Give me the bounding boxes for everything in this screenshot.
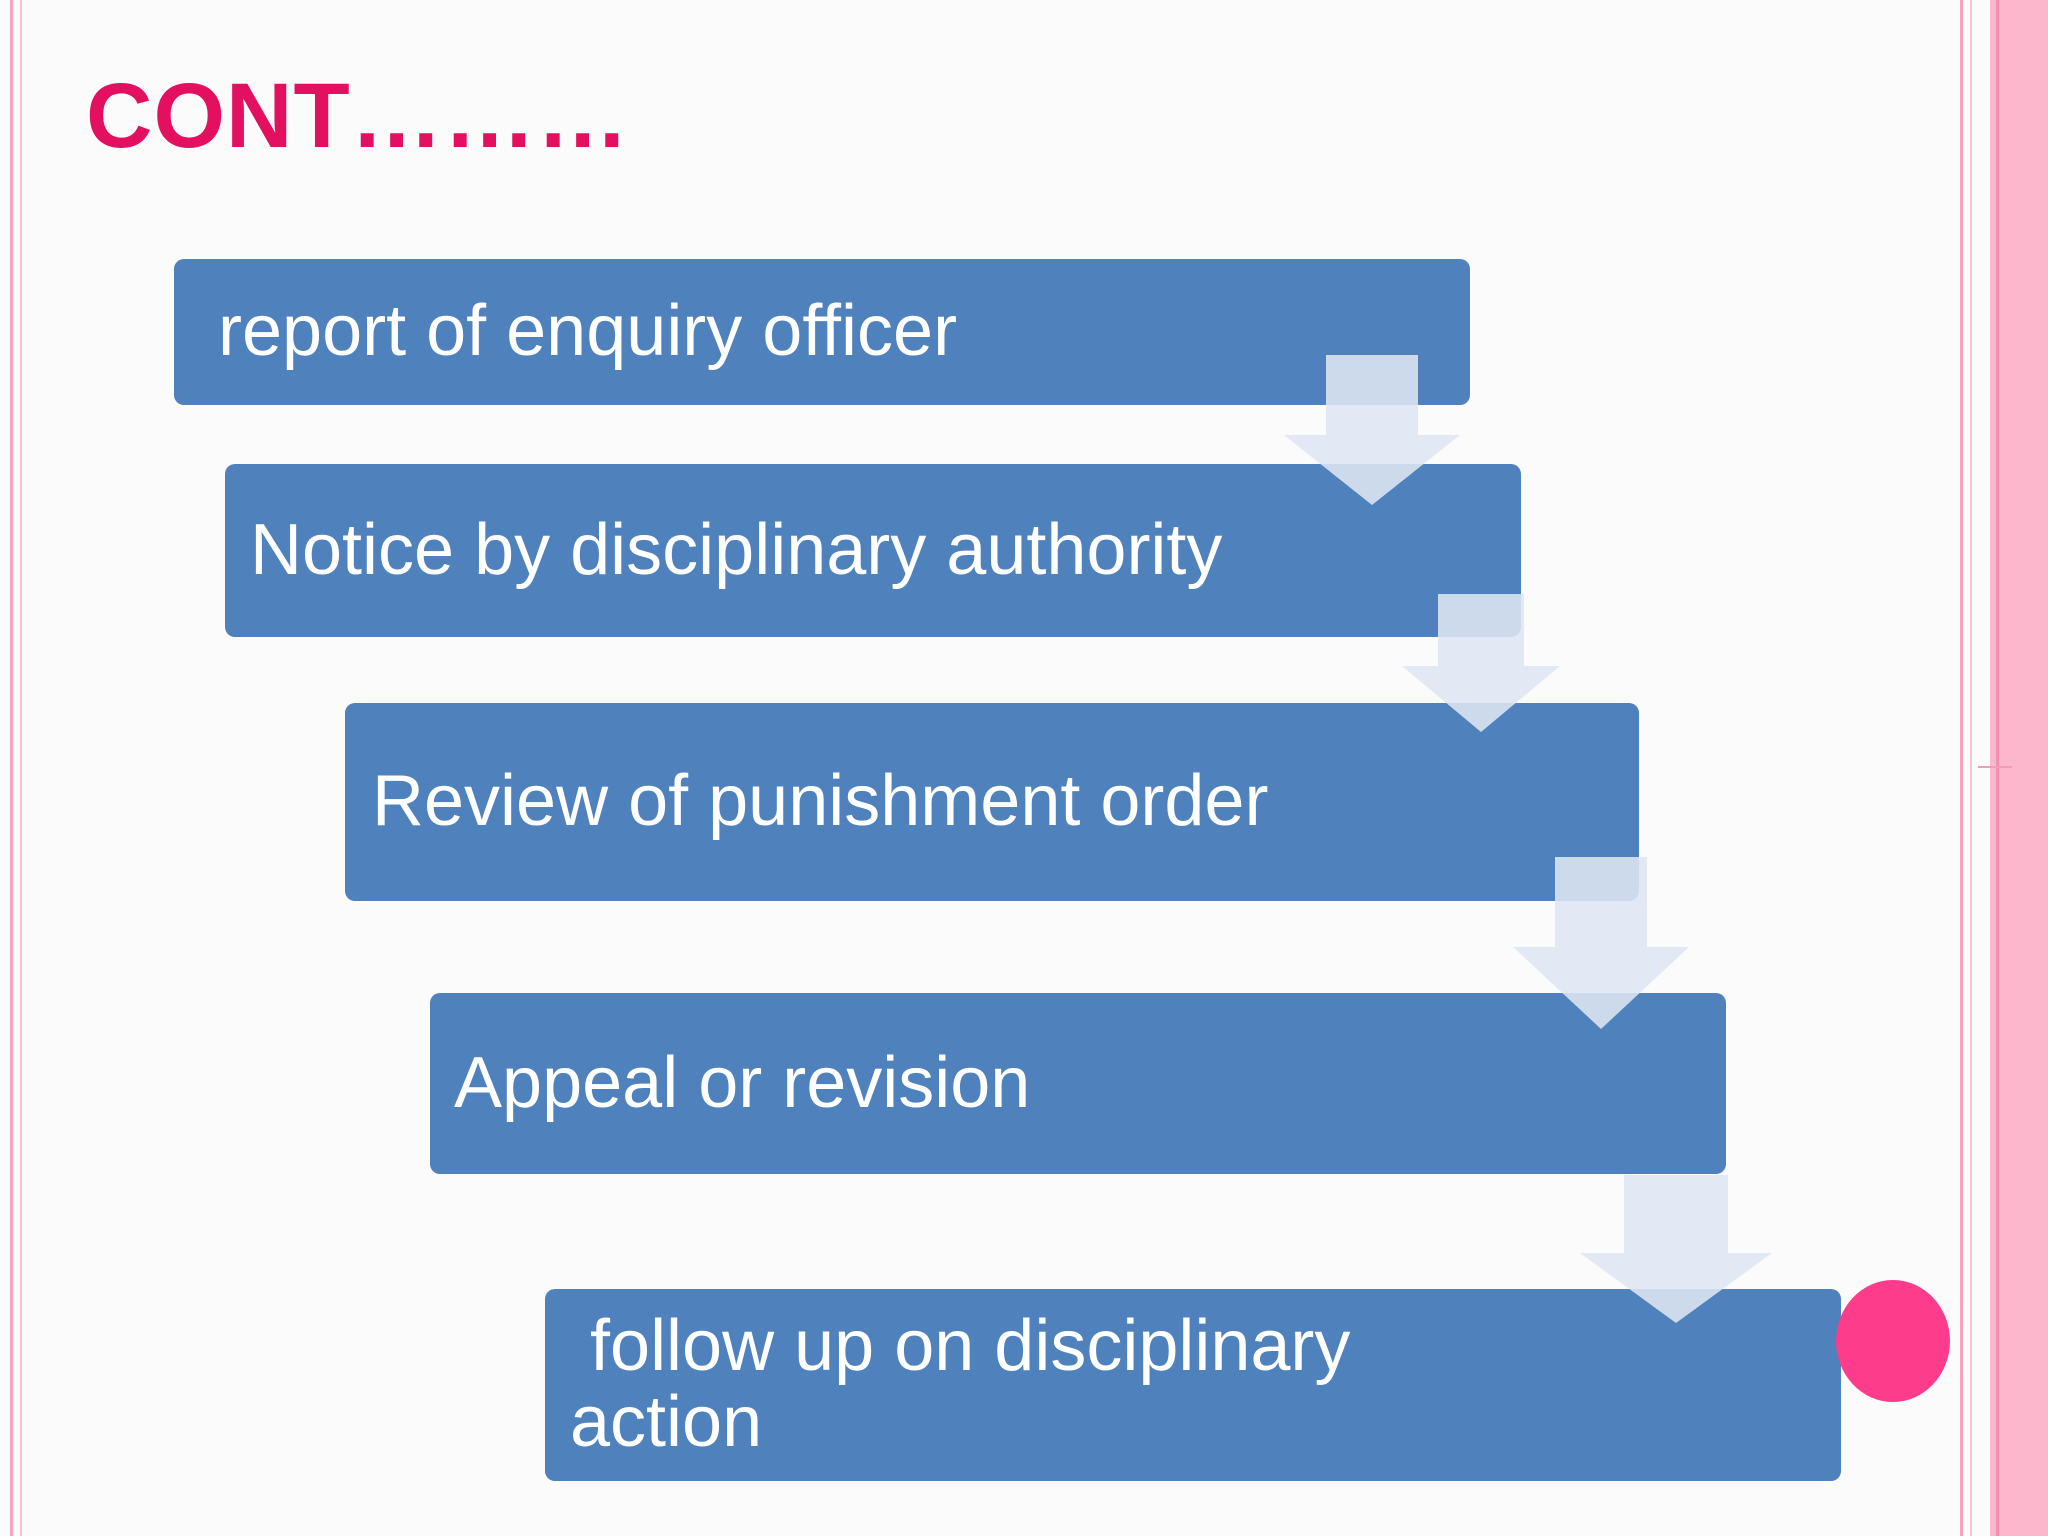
step-label: Notice by disciplinary authority [250, 509, 1223, 590]
down-arrow-icon [1400, 594, 1562, 732]
step-box-notice-by-disciplinary-authority: Notice by disciplinary authority [225, 464, 1521, 637]
step-box-appeal-or-revision: Appeal or revision [430, 993, 1726, 1174]
step-box-follow-up-on-disciplinary-action: follow up on disciplinary action [545, 1289, 1841, 1481]
slide-title: CONT……… [86, 65, 630, 167]
down-arrow-icon [1578, 1175, 1774, 1323]
step-label: follow up on disciplinary action [570, 1306, 1371, 1462]
step-box-report-of-enquiry-officer: report of enquiry officer [174, 259, 1470, 405]
left-border-line-outer [10, 0, 13, 1536]
right-accent-band [1990, 0, 2048, 1536]
left-border-line-inner [20, 0, 22, 1536]
down-arrow-icon [1511, 857, 1691, 1029]
down-arrow-icon [1284, 355, 1462, 505]
right-band-line [1996, 0, 1999, 1536]
step-label: Appeal or revision [454, 1042, 1031, 1123]
right-border-line-2 [1970, 0, 1972, 1536]
decorative-circle [1836, 1280, 1950, 1402]
right-band-tick [1978, 766, 2012, 768]
step-box-review-of-punishment-order: Review of punishment order [345, 703, 1639, 901]
step-label: Review of punishment order [372, 761, 1269, 842]
step-label: report of enquiry officer [218, 291, 958, 372]
right-border-line [1960, 0, 1963, 1536]
